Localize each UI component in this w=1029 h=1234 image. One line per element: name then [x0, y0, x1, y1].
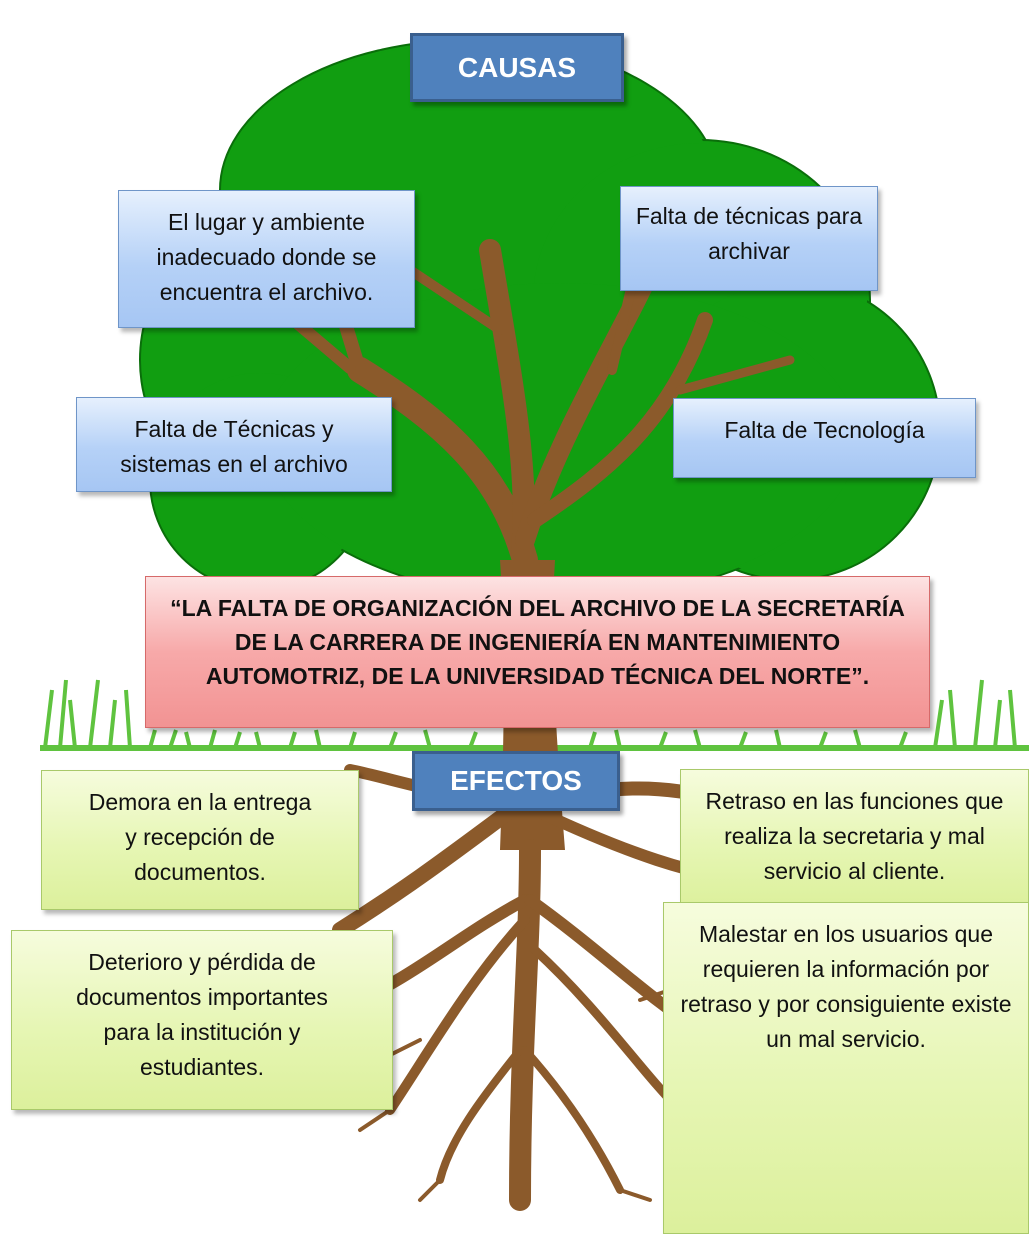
cause-techniques-systems-box: Falta de Técnicas y sistemas en el archi…: [76, 397, 392, 492]
cause-techniques-archive-box: Falta de técnicas para archivar: [620, 186, 878, 291]
tree-branches: [264, 239, 795, 573]
causes-header: CAUSAS: [410, 33, 624, 102]
cause-technology-box: Falta de Tecnología: [673, 398, 976, 478]
effect-discomfort-box: Malestar en los usuarios que requieren l…: [663, 902, 1029, 1234]
effect-delay-delivery-box: Demora en la entrega y recepción de docu…: [41, 770, 359, 910]
central-problem-box: “LA FALTA DE ORGANIZACIÓN DEL ARCHIVO DE…: [145, 576, 930, 728]
effect-delay-functions-box: Retraso en las funciones que realiza la …: [680, 769, 1029, 908]
cause-place-box: El lugar y ambiente inadecuado donde se …: [118, 190, 415, 328]
effects-header: EFECTOS: [412, 751, 620, 811]
effect-deterioration-box: Deterioro y pérdida de documentos import…: [11, 930, 393, 1110]
